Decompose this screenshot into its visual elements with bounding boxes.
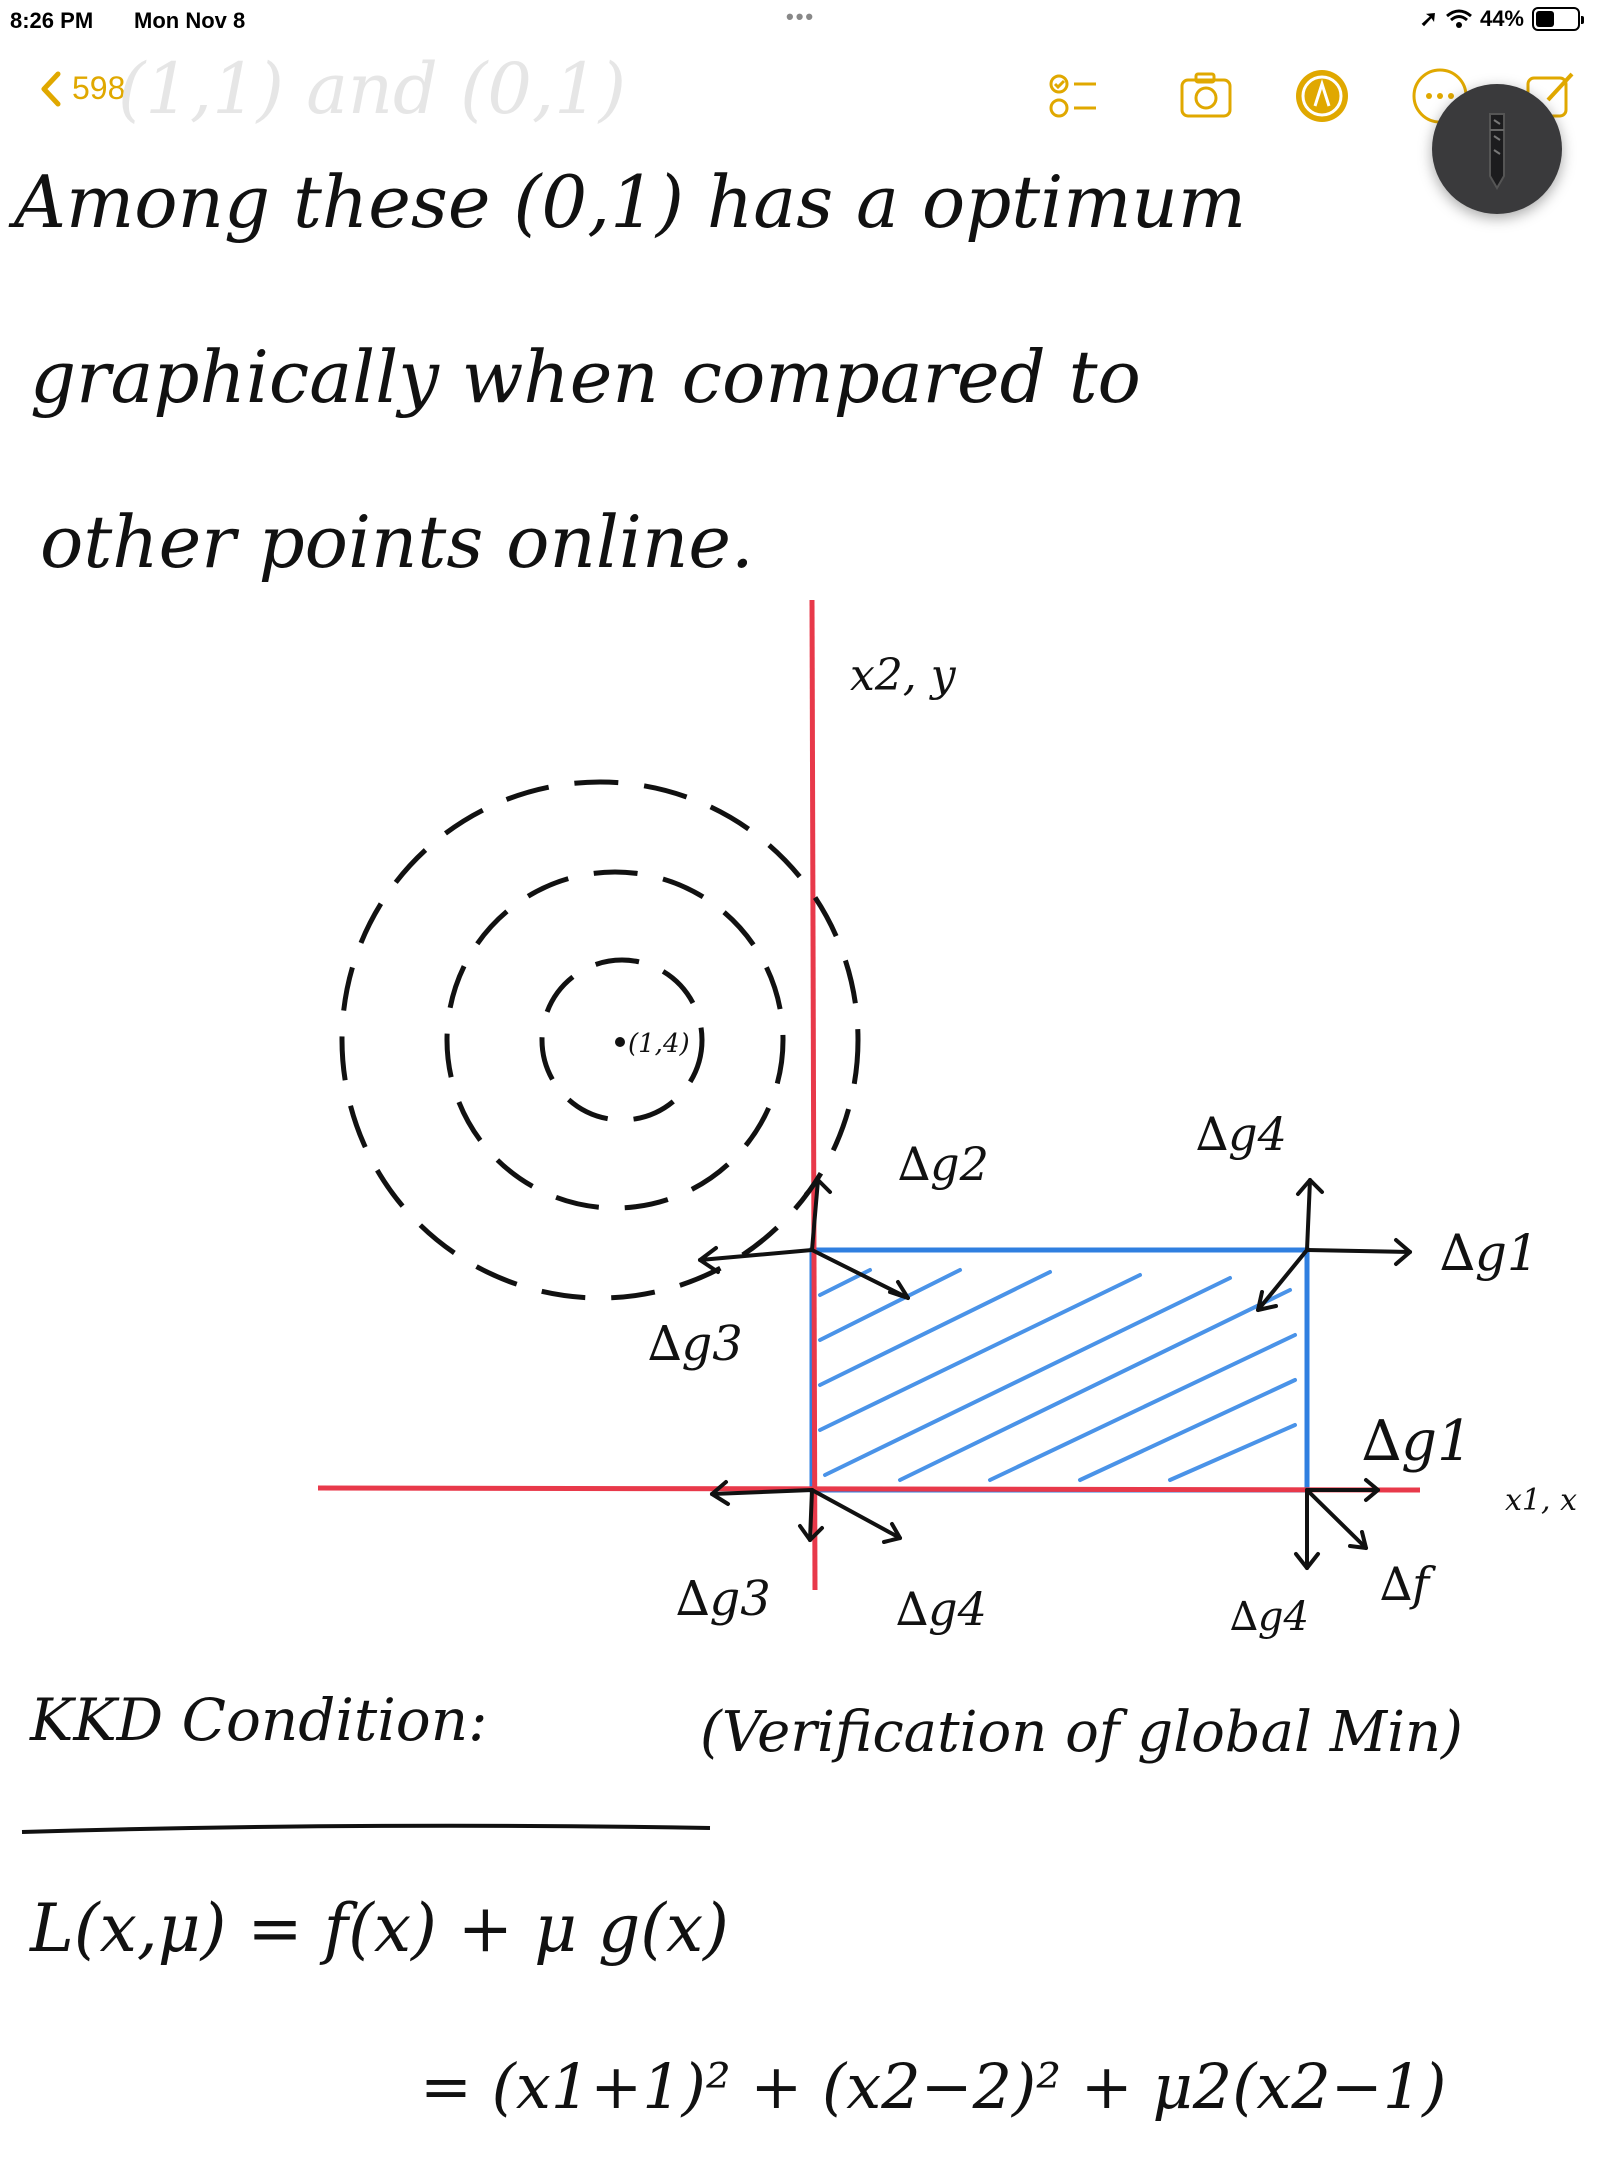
lagrangian-line: L(x,μ) = f(x) + μ g(x) [30, 1890, 729, 1967]
status-time: 8:26 PM [10, 8, 94, 33]
camera-icon[interactable] [1176, 66, 1236, 126]
optimum-label: (1,4) [628, 1029, 690, 1059]
label-g4-bottom-right: ∆g4 [1230, 1594, 1309, 1640]
kkt-heading: KKD Condition: [30, 1686, 488, 1754]
note-line-2: graphically when compared to [30, 335, 1141, 419]
x-axis-label: x1, x [1505, 1483, 1577, 1518]
label-f-grad: ∆f [1380, 1557, 1436, 1611]
wifi-icon [1445, 9, 1472, 28]
label-g1-top: ∆g1 [1440, 1224, 1539, 1282]
label-g1-right: ∆g1 [1362, 1409, 1473, 1474]
label-g2-top: ∆g2 [898, 1137, 989, 1191]
pencil-icon [1489, 113, 1505, 190]
label-g4-bottom: ∆g4 [896, 1582, 987, 1636]
kkt-note: (Verification of global Min) [700, 1700, 1463, 1765]
label-g3-left: ∆g3 [648, 1316, 743, 1372]
sketch-graph: x2, y x1, x (1,4) ∆g2 ∆g4 ∆g1 ∆g3 ∆g1 ∆g… [317, 599, 1577, 1640]
status-date: Mon Nov 8 [134, 8, 246, 33]
pencil-tool-button[interactable] [1432, 84, 1562, 214]
status-indicators: ➚ 44% [1419, 6, 1584, 32]
note-line-1: Among these (0,1) has a optimum [14, 160, 1247, 244]
expansion-line: = (x1+1)² + (x2−2)² + μ2(x2−1) [420, 2050, 1447, 2123]
checklist-icon[interactable] [1042, 66, 1102, 126]
markup-icon[interactable] [1292, 66, 1352, 126]
optimum-point [615, 1037, 625, 1047]
location-icon: ➚ [1419, 6, 1438, 31]
axes [317, 599, 1421, 1591]
gradient-arrows [698, 1178, 1412, 1570]
status-bar: 8:26 PM Mon Nov 8 ••• ➚ 44% [0, 0, 1620, 44]
chevron-left-icon [41, 71, 61, 106]
label-g4-top: ∆g4 [1196, 1107, 1287, 1161]
battery-icon [1532, 7, 1584, 31]
y-axis-label: x2, y [850, 650, 957, 701]
battery-fill [1536, 11, 1554, 27]
contour-circles [339, 779, 861, 1301]
faint-prev-line: (1,1) and (0,1) [118, 48, 627, 130]
note-line-3: other points online. [40, 500, 754, 584]
multitasking-dots-icon[interactable]: ••• [786, 4, 816, 29]
back-label: 598 [72, 70, 126, 106]
battery-percent: 44% [1479, 6, 1524, 31]
label-g3-bottom: ∆g3 [676, 1571, 771, 1627]
back-button[interactable]: 598 [40, 70, 125, 107]
kkt-underline [21, 1823, 711, 1834]
